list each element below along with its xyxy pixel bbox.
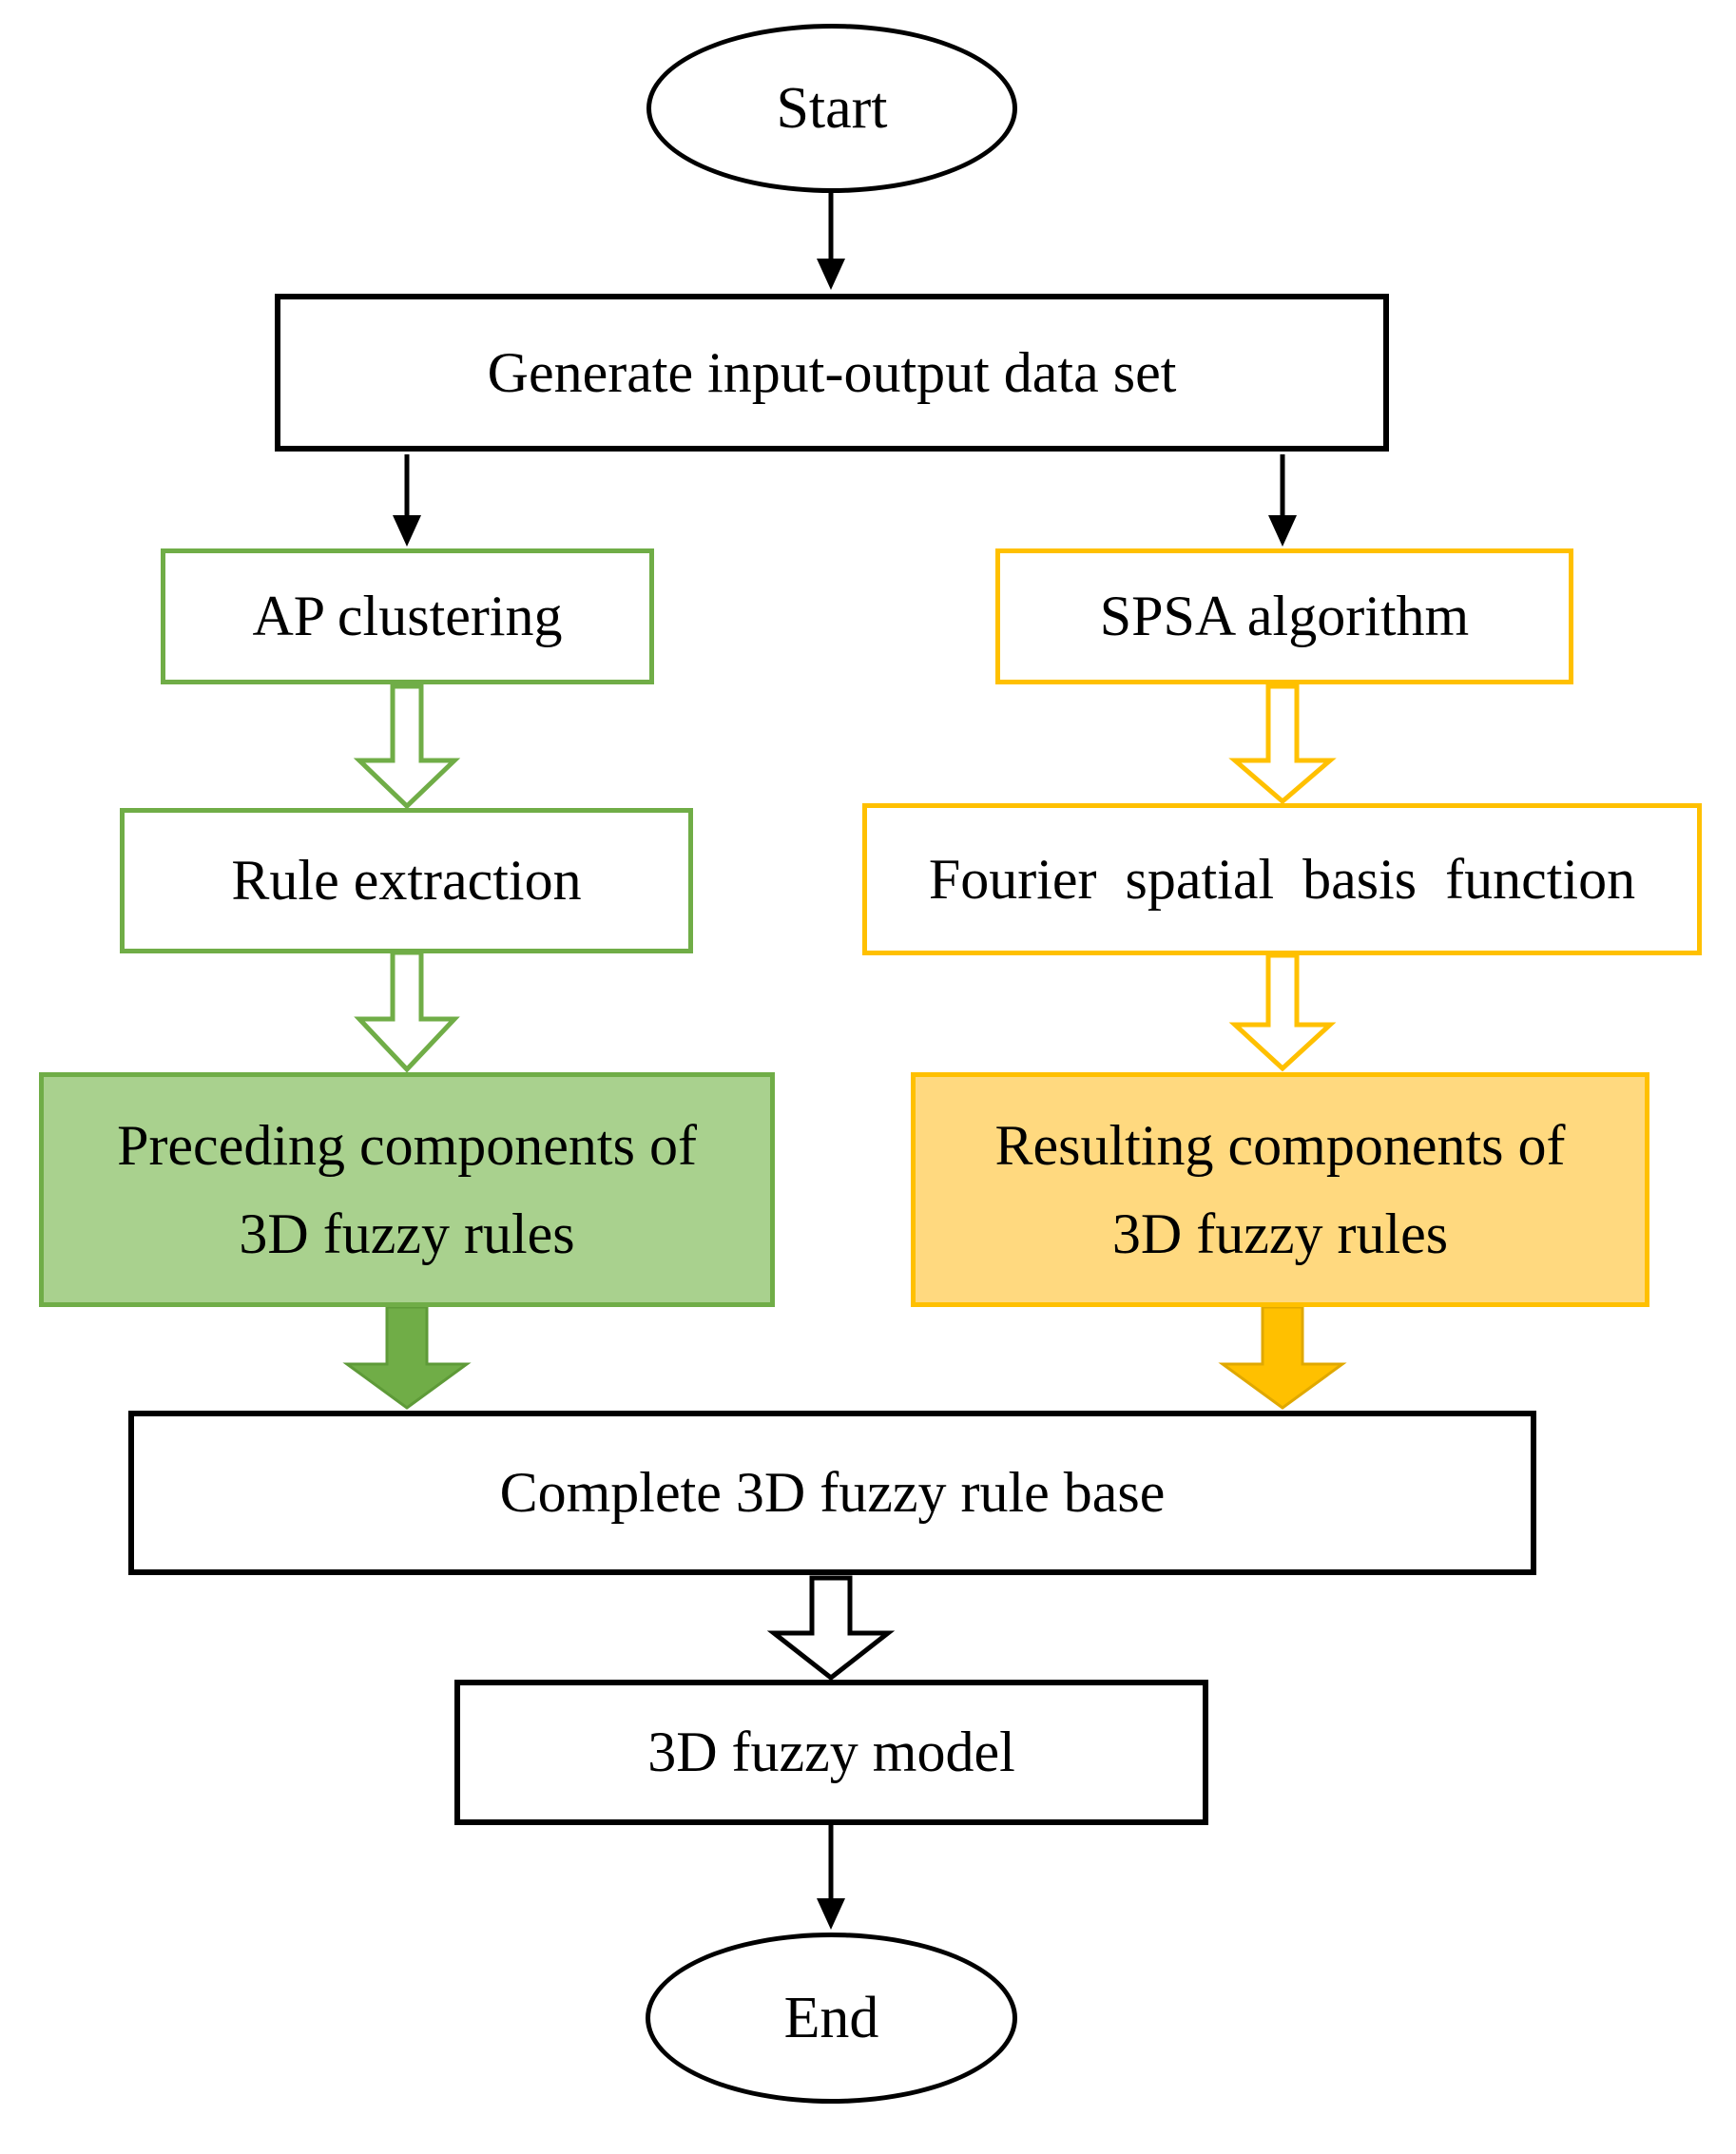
end-terminal: End [646, 1933, 1017, 2104]
fuzzy-model-step: 3D fuzzy model [454, 1680, 1208, 1825]
arrow-rule-to-preceding [354, 950, 460, 1073]
arrow-start-to-generate [817, 190, 845, 290]
fourier-basis-step: Fourier spatial basis function [862, 803, 1702, 955]
ap-clustering-label: AP clustering [252, 585, 563, 647]
spsa-algorithm-step: SPSA algorithm [995, 548, 1573, 684]
end-label: End [783, 1985, 879, 2050]
preceding-label-line1: Preceding components of [117, 1113, 697, 1177]
arrow-generate-to-ap [393, 454, 421, 547]
generate-data-step: Generate input-output data set [275, 294, 1389, 452]
resulting-label-line1: Resulting components of [994, 1113, 1566, 1177]
ap-clustering-step: AP clustering [161, 548, 654, 684]
start-label: Start [776, 75, 888, 141]
arrow-resulting-to-complete [1218, 1305, 1347, 1410]
rule-extraction-label: Rule extraction [231, 849, 582, 912]
fuzzy-model-label: 3D fuzzy model [647, 1721, 1015, 1783]
spsa-label: SPSA algorithm [1099, 585, 1470, 647]
generate-label: Generate input-output data set [487, 340, 1177, 404]
preceding-components-step: Preceding components of 3D fuzzy rules [39, 1072, 775, 1307]
preceding-label-line2: 3D fuzzy rules [239, 1202, 575, 1265]
complete-rule-base-step: Complete 3D fuzzy rule base [128, 1411, 1536, 1575]
arrow-ap-to-rule [353, 683, 461, 810]
arrow-fourier-to-resulting [1228, 952, 1337, 1072]
start-terminal: Start [646, 24, 1017, 193]
arrow-model-to-end [817, 1825, 845, 1930]
arrow-preceding-to-complete [342, 1305, 472, 1410]
resulting-components-step: Resulting components of 3D fuzzy rules [911, 1072, 1649, 1307]
rule-extraction-step: Rule extraction [120, 808, 693, 953]
arrow-complete-to-model [766, 1575, 896, 1682]
fourier-label: Fourier spatial basis function [928, 847, 1636, 911]
arrow-spsa-to-fourier [1228, 683, 1337, 805]
resulting-label-line2: 3D fuzzy rules [1111, 1202, 1449, 1265]
complete-label: Complete 3D fuzzy rule base [499, 1461, 1166, 1524]
arrow-generate-to-spsa [1268, 454, 1297, 547]
